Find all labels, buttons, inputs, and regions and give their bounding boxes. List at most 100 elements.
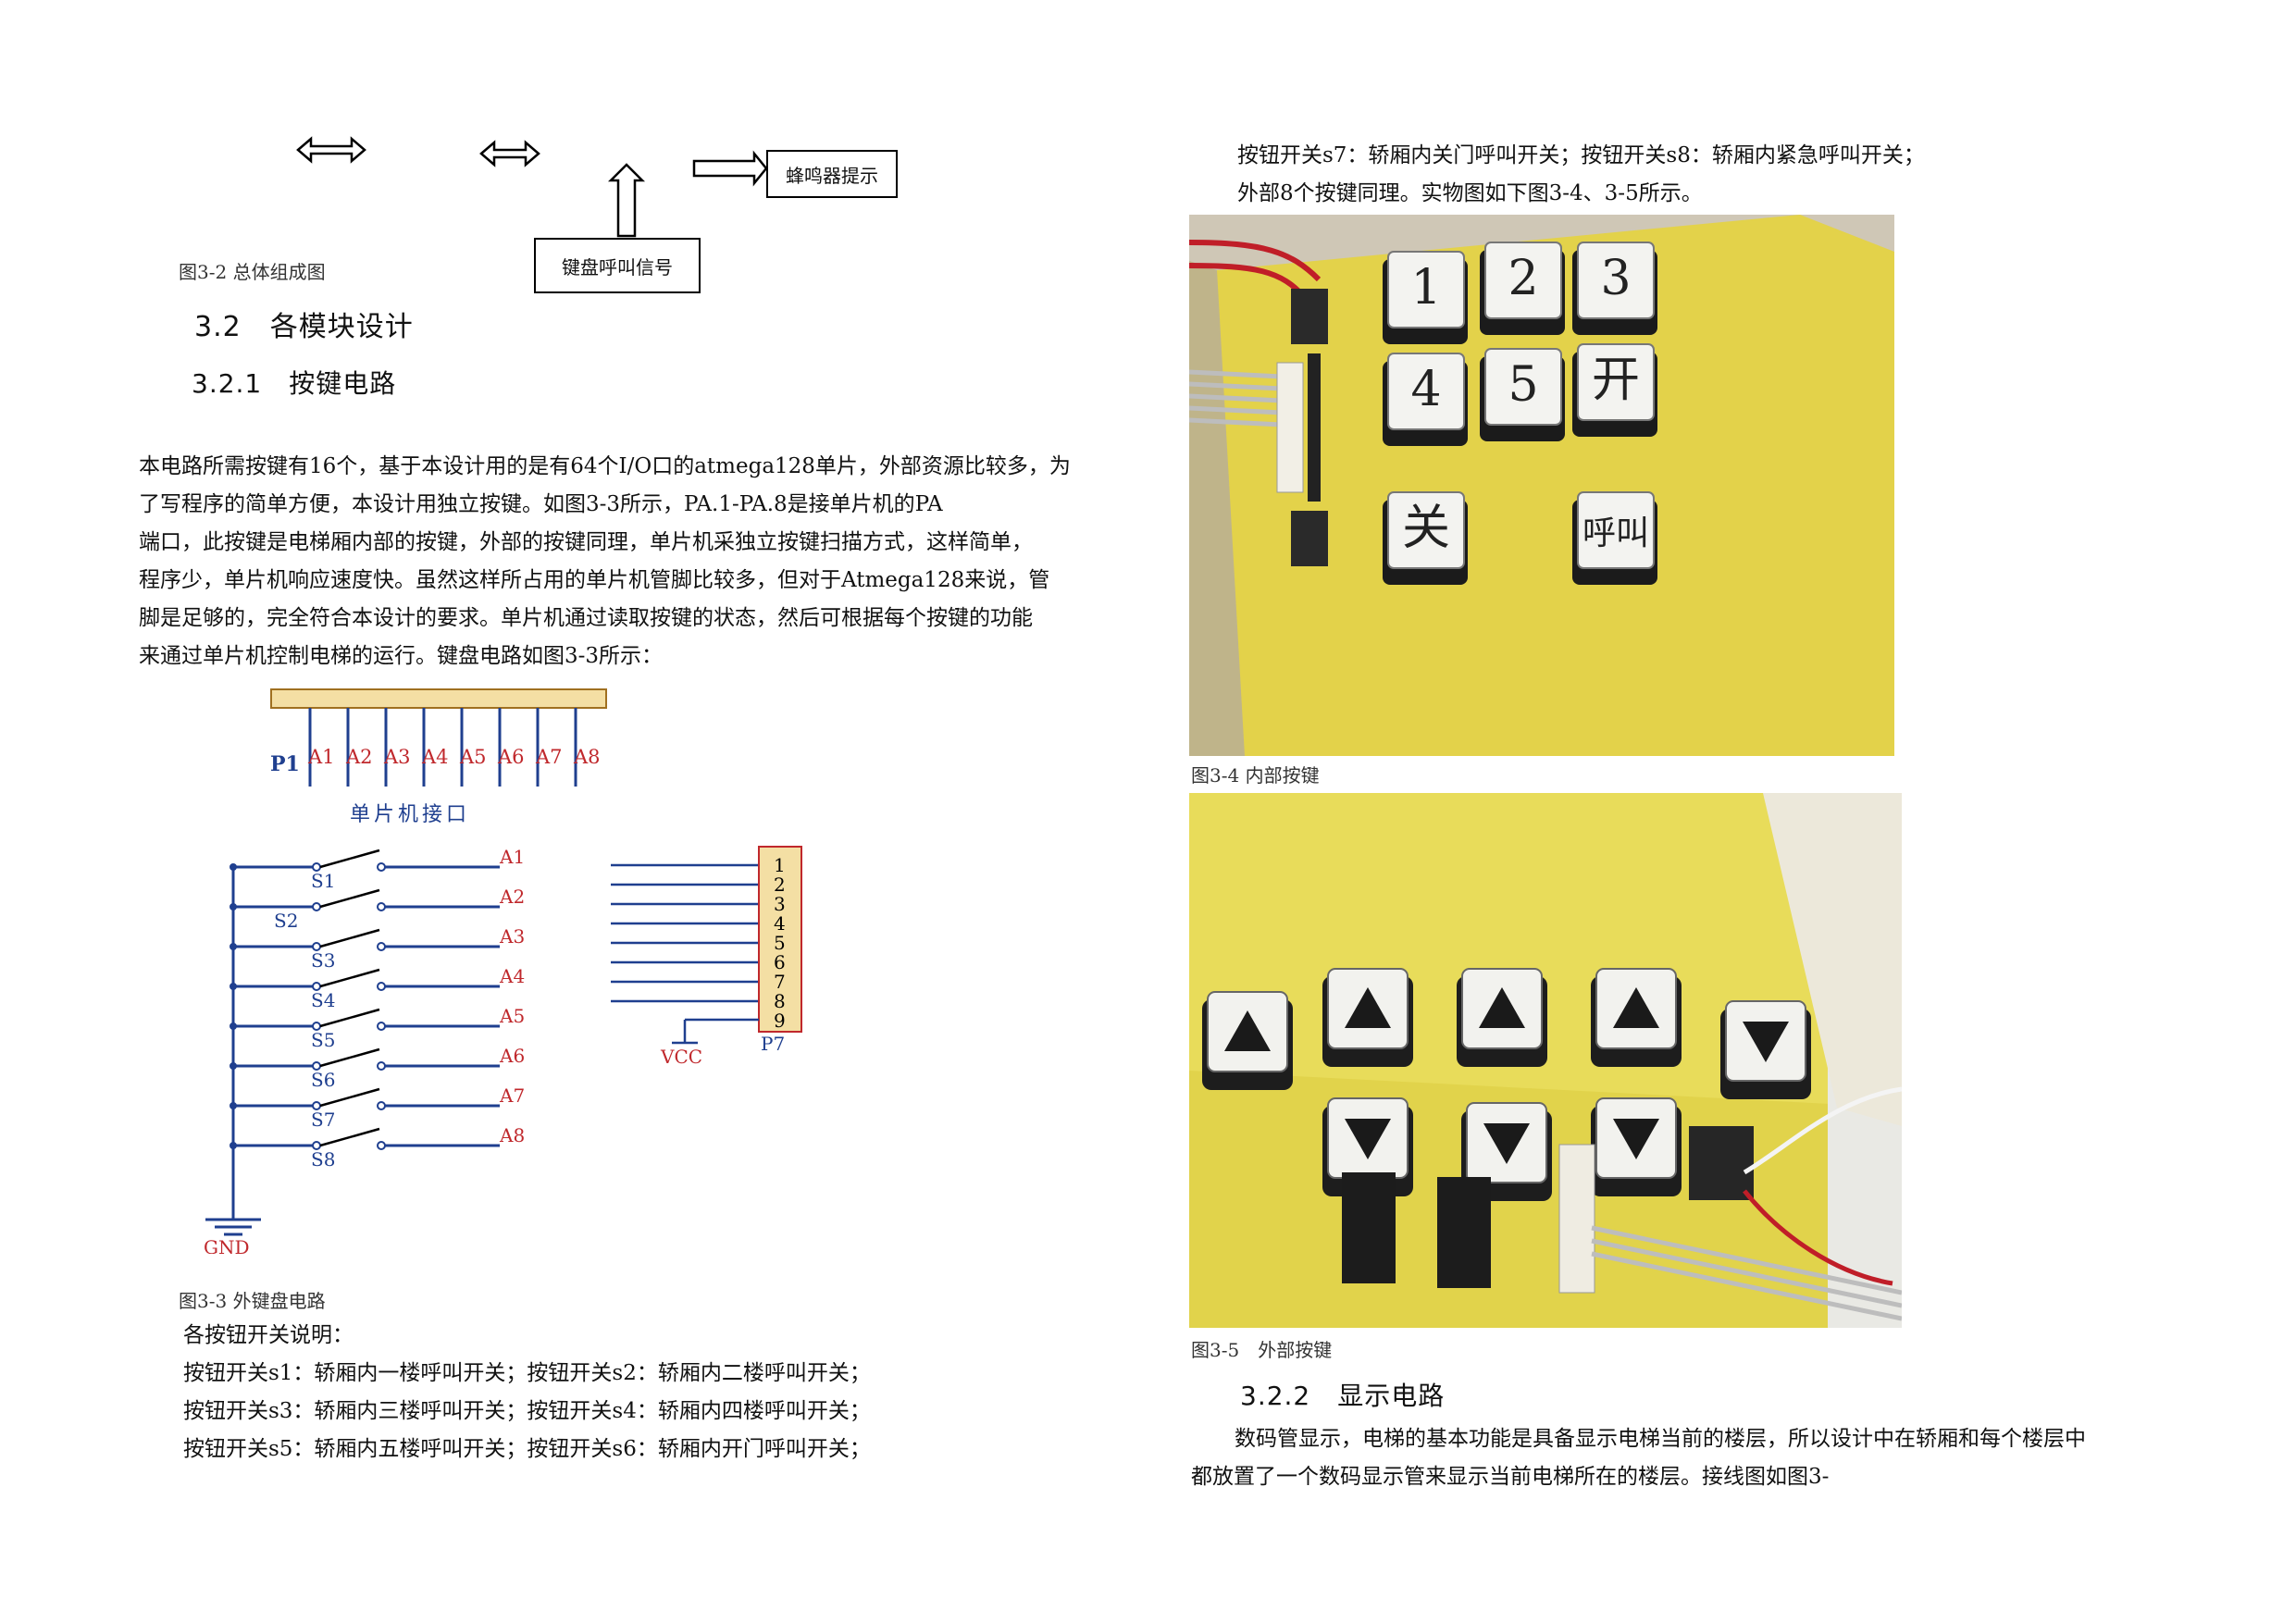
inner-key: 呼叫: [1572, 491, 1657, 585]
para-line: 脚是足够的，完全符合本设计的要求。单片机通过读取按键的状态，然后可根据每个按键的…: [139, 606, 1033, 630]
connector-pin-number: 9: [774, 1010, 786, 1032]
para-line: 了写程序的简单方便，本设计用独立按键。如图3-3所示，PA.1-PA.8是接单片…: [139, 492, 943, 516]
ic-chip: [1342, 1172, 1396, 1283]
mcu-bus-bar: [270, 688, 607, 709]
switch-label: S4: [311, 989, 335, 1011]
up-arrow-key: [1591, 968, 1682, 1067]
bus-pin-label: A6: [497, 746, 525, 768]
switch-descriptions: 各按钮开关说明： 按钮开关s1：轿厢内一楼呼叫开关；按钮开关s2：轿厢内二楼呼叫…: [183, 1317, 1016, 1468]
switch-label: S7: [311, 1109, 335, 1131]
switch-label: S5: [311, 1029, 335, 1051]
up-arrow-key: [1457, 968, 1547, 1067]
connector-p7: [758, 846, 802, 1033]
bus-pin-label: A3: [383, 746, 411, 768]
switch-net-label: A8: [499, 1124, 525, 1146]
switch-net-label: A7: [499, 1084, 525, 1107]
switch-row: S8 A8: [230, 1124, 525, 1171]
double-arrow-1: [296, 136, 366, 164]
svg-text:2: 2: [1508, 251, 1538, 306]
gnd-label: GND: [204, 1236, 250, 1254]
switch-line: 外部8个按键同理。实物图如下图3-4、3-5所示。: [1237, 181, 1703, 205]
svg-text:4: 4: [1410, 362, 1441, 417]
switch-line: 按钮开关s5：轿厢内五楼呼叫开关；按钮开关s6：轿厢内开门呼叫开关；: [183, 1437, 871, 1461]
para-line: 端口，此按键是电梯厢内部的按键，外部的按键同理，单片机采独立按键扫描方式，这样简…: [139, 530, 1033, 554]
switch-row: S1 A1: [230, 846, 525, 892]
switch-descriptions-continued: 按钮开关s7：轿厢内关门呼叫开关；按钮开关s8：轿厢内紧急呼叫开关； 外部8个按…: [1237, 137, 2255, 213]
keyboard-description: 本电路所需按键有16个，基于本设计用的是有64个I/O口的atmega128单片…: [139, 448, 1138, 675]
switch-row: S4 A4: [230, 965, 525, 1011]
switch-net-label: A3: [499, 925, 525, 948]
up-arrow-key: [1322, 968, 1413, 1067]
keyboard-signal-box: 键盘呼叫信号: [534, 238, 701, 293]
switch-label: S6: [311, 1069, 335, 1091]
connector-pin-number: 6: [774, 951, 786, 973]
para-line: 来通过单片机控制电梯的运行。键盘电路如图3-3所示：: [139, 644, 664, 668]
connector-pin-number: 1: [774, 854, 786, 876]
para-line: 数码管显示，电梯的基本功能是具备显示电梯当前的楼层，所以设计中在轿厢和每个楼层中: [1235, 1427, 2086, 1451]
p1-label: P1: [270, 752, 300, 776]
section-heading-3-2-1: 3.2.1 按键电路: [192, 368, 397, 399]
bus-pin-label: A8: [573, 746, 601, 768]
svg-text:呼叫: 呼叫: [1582, 514, 1649, 552]
figure-caption-3-2: 图3-2 总体组成图: [179, 261, 326, 283]
section-heading-3-2-2: 3.2.2 显示电路: [1240, 1381, 1446, 1411]
bus-pin-label: A1: [307, 746, 335, 768]
inner-key: 2: [1480, 242, 1565, 335]
switch-line: 按钮开关s1：轿厢内一楼呼叫开关；按钮开关s2：轿厢内二楼呼叫开关；: [183, 1361, 871, 1385]
down-arrow-key: [1591, 1097, 1682, 1196]
switch-label: S1: [311, 870, 335, 892]
connector-pin-number: 3: [774, 893, 786, 915]
switch-label: S2: [274, 910, 298, 932]
inner-key: 1: [1383, 251, 1468, 344]
connector-pin-number: 7: [774, 971, 786, 993]
switch-line: 按钮开关s3：轿厢内三楼呼叫开关；按钮开关s4：轿厢内四楼呼叫开关；: [183, 1399, 871, 1423]
bus-pin-label: A4: [421, 746, 449, 768]
photo-external-keys: [1189, 793, 1902, 1328]
ic-chip: [1437, 1177, 1491, 1288]
down-arrow-key: [1720, 1000, 1811, 1099]
connector-pin-number: 4: [774, 912, 786, 935]
figure-caption-3-3: 图3-3 外键盘电路: [179, 1290, 326, 1312]
inner-key: 5: [1480, 348, 1565, 441]
connector-pin-number: 5: [774, 932, 786, 954]
para-line: 都放置了一个数码显示管来显示当前电梯所在的楼层。接线图如图3-: [1191, 1465, 1830, 1489]
switch-net-label: A5: [499, 1005, 525, 1027]
figure-caption-3-5: 图3-5 外部按键: [1191, 1339, 1333, 1361]
inner-key: 关: [1383, 491, 1468, 585]
svg-text:关: 关: [1402, 501, 1450, 556]
ground-symbol: [205, 1208, 261, 1236]
svg-text:开: 开: [1592, 353, 1640, 408]
figure-caption-3-4: 图3-4 内部按键: [1191, 764, 1320, 787]
overall-diagram-arrows: [296, 136, 768, 238]
section-heading-3-2: 3.2 各模块设计: [194, 311, 414, 343]
svg-text:3: 3: [1600, 251, 1631, 306]
right-arrow: [692, 150, 768, 187]
mcu-interface-label: 单片机接口: [350, 803, 470, 826]
bus-pin-label: A7: [535, 746, 563, 768]
switch-label: S8: [311, 1148, 335, 1171]
bus-pin-label: A5: [459, 746, 487, 768]
switch-net-label: A4: [499, 965, 525, 987]
up-arrow-key: [1202, 991, 1293, 1090]
svg-text:1: 1: [1410, 260, 1441, 316]
switch-line: 按钮开关s7：轿厢内关门呼叫开关；按钮开关s8：轿厢内紧急呼叫开关；: [1237, 143, 1925, 167]
switch-line: 各按钮开关说明：: [183, 1323, 354, 1347]
switch-label: S3: [311, 949, 335, 972]
vcc-symbol: [672, 1018, 759, 1045]
buzzer-box: 蜂鸣器提示: [766, 150, 898, 198]
svg-text:5: 5: [1508, 357, 1538, 413]
switch-net-label: A6: [499, 1045, 525, 1067]
vcc-label: VCC: [660, 1046, 702, 1068]
switch-row: S7 A7: [230, 1084, 525, 1131]
connector-p7-label: P7: [761, 1033, 785, 1055]
para-line: 程序少，单片机响应速度快。虽然这样所占用的单片机管脚比较多，但对于Atmega1…: [139, 568, 1050, 592]
pcb-board: [1208, 215, 1894, 756]
switch-row: S5 A5: [230, 1005, 525, 1051]
up-arrow: [607, 163, 646, 238]
switch-net-label: A1: [499, 846, 525, 868]
connector-pin-number: 2: [774, 873, 786, 896]
display-description: 数码管显示，电梯的基本功能是具备显示电梯当前的楼层，所以设计中在轿厢和每个楼层中…: [1191, 1420, 2255, 1496]
